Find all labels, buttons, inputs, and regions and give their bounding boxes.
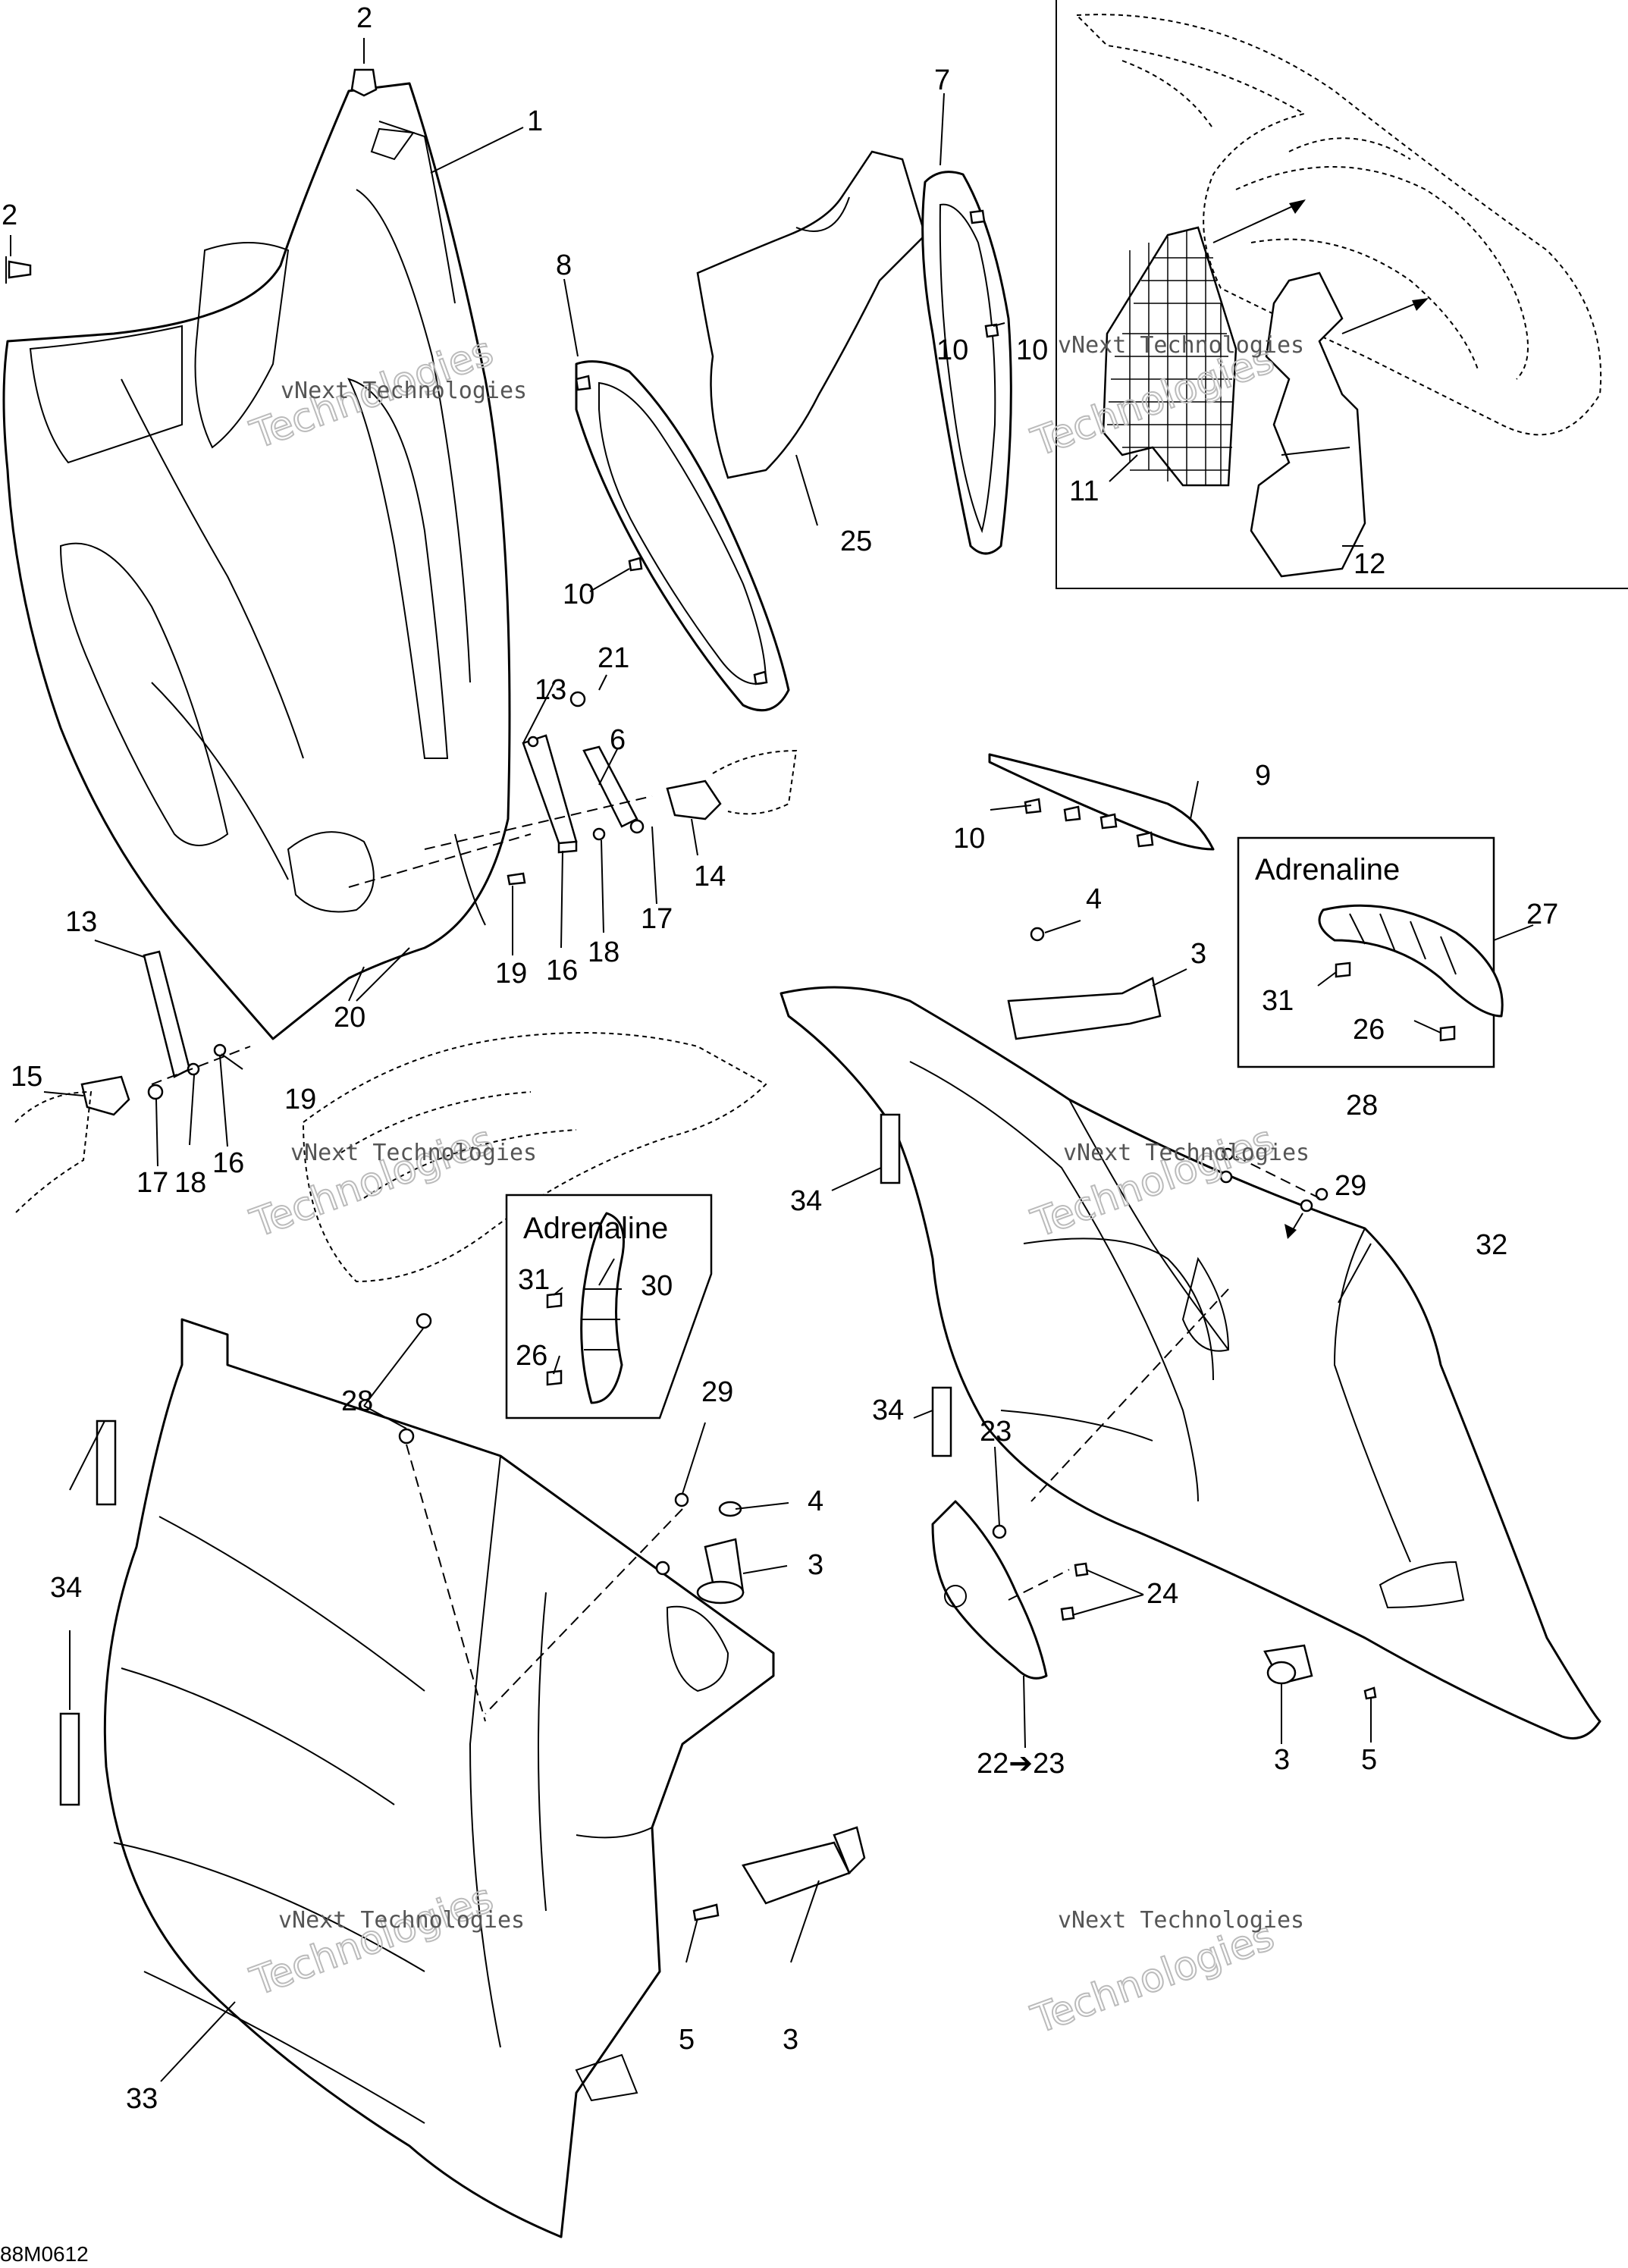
callout-26: 26 <box>516 1340 547 1372</box>
callout-15: 15 <box>11 1061 42 1093</box>
callout-17: 17 <box>641 903 673 935</box>
center-dashed-reference <box>302 1032 767 1283</box>
callout-34: 34 <box>872 1394 904 1426</box>
inset-arrows <box>1212 199 1429 334</box>
callout-2: 2 <box>2 199 17 231</box>
callout-10: 10 <box>563 579 594 610</box>
callout-23: 23 <box>980 1416 1012 1448</box>
callout-10: 10 <box>936 334 968 366</box>
callout-16: 16 <box>546 955 578 987</box>
part-2-push-rivet-top <box>350 68 378 97</box>
callout-10: 10 <box>953 823 985 855</box>
adrenaline-box-right <box>1237 836 1504 1068</box>
callout-3: 3 <box>783 2024 798 2056</box>
callout-25: 25 <box>840 525 872 557</box>
callout-28: 28 <box>341 1385 373 1417</box>
watermark-big: Technologies <box>245 1117 499 1247</box>
watermark-text: vNext Technologies <box>290 1140 537 1166</box>
watermark-text: vNext Technologies <box>1058 332 1304 359</box>
callout-10: 10 <box>1016 334 1048 366</box>
callout-21: 21 <box>598 642 629 674</box>
part-8-vent-grille <box>575 360 790 712</box>
callout-13: 13 <box>65 906 97 938</box>
callout-6: 6 <box>610 724 626 756</box>
callout-2: 2 <box>356 2 372 34</box>
hardware-3-4-29-center <box>655 1492 745 1605</box>
inset-reference-frame <box>1056 0 1628 589</box>
callout-27: 27 <box>1526 899 1558 930</box>
callout-13: 13 <box>535 674 566 706</box>
watermark-text: vNext Technologies <box>278 1907 525 1934</box>
part-12-foam-block <box>1250 271 1366 578</box>
inset-sled-outline <box>1074 14 1602 436</box>
callout-1: 1 <box>527 105 543 137</box>
leader-lines <box>10 38 1534 2082</box>
part-25-foam-panel <box>696 150 927 479</box>
watermark-text: vNext Technologies <box>1063 1140 1310 1166</box>
watermark-text: vNext Technologies <box>1058 1907 1304 1934</box>
watermark-text: vNext Technologies <box>281 378 527 404</box>
callout-3: 3 <box>1190 938 1206 970</box>
callout-30: 30 <box>641 1270 673 1302</box>
callout-19: 19 <box>284 1084 316 1115</box>
callout-20: 20 <box>334 1002 365 1034</box>
part-2-push-rivet-left <box>5 256 32 284</box>
part-22-bracket <box>931 1500 1089 1680</box>
callout-17: 17 <box>136 1167 168 1199</box>
callout-14: 14 <box>694 861 726 892</box>
part-9-trim-strip <box>988 753 1215 851</box>
callout-18: 18 <box>174 1167 206 1199</box>
part-28-dashed-guides <box>398 1313 683 1722</box>
callout-12: 12 <box>1354 548 1385 580</box>
callout-9: 9 <box>1255 760 1271 792</box>
hardware-28-29-right <box>1219 1147 1328 1239</box>
callout-26: 26 <box>1353 1014 1385 1046</box>
part-32-right-side-panel <box>779 986 1601 1739</box>
callout-5: 5 <box>679 2024 695 2056</box>
callout-4: 4 <box>1086 883 1102 915</box>
adrenaline-box-left-title: Adrenaline <box>523 1212 668 1245</box>
callout-31: 31 <box>1262 985 1294 1017</box>
callout-22-23: 22➔23 <box>977 1748 1065 1780</box>
callout-4: 4 <box>808 1485 823 1517</box>
part-34-strips-right <box>880 1113 952 1457</box>
callout-31: 31 <box>518 1264 550 1296</box>
callout-28: 28 <box>1346 1090 1378 1121</box>
part-11-foam-grid <box>1102 226 1237 487</box>
callout-3: 3 <box>808 1549 823 1581</box>
callout-8: 8 <box>556 249 572 281</box>
part-33-lower-side-panel <box>103 1318 775 2238</box>
callout-29: 29 <box>1335 1170 1366 1202</box>
hardware-cluster-lower-left <box>14 950 251 1214</box>
callout-18: 18 <box>588 936 620 968</box>
hardware-3-5-lower <box>692 1826 866 1921</box>
part-1-side-panel <box>2 82 511 1040</box>
callout-29: 29 <box>701 1376 733 1408</box>
part-7-vent-grille <box>921 171 1012 555</box>
adrenaline-box-right-title: Adrenaline <box>1255 853 1400 886</box>
figure-code: 88M0612 <box>0 2242 89 2266</box>
callouts: 1 2 2 3 3 3 3 4 4 5 5 6 7 8 9 10 10 10 1… <box>2 2 1558 2115</box>
hardware-3-4-upper-right <box>1007 927 1162 1040</box>
callout-34: 34 <box>790 1185 822 1217</box>
callout-24: 24 <box>1147 1578 1178 1610</box>
hardware-3-5-lower-right <box>1263 1644 1377 1700</box>
callout-3: 3 <box>1274 1744 1290 1776</box>
callout-33: 33 <box>126 2083 158 2115</box>
callout-19: 19 <box>495 958 527 990</box>
callout-34: 34 <box>50 1572 82 1604</box>
callout-16: 16 <box>212 1147 244 1179</box>
part-34-strips-left <box>59 1419 117 1806</box>
callout-7: 7 <box>934 64 950 96</box>
hardware-cluster-upper <box>348 691 798 888</box>
callout-11: 11 <box>1069 475 1099 507</box>
callout-32: 32 <box>1476 1229 1507 1261</box>
callout-5: 5 <box>1361 1744 1377 1776</box>
